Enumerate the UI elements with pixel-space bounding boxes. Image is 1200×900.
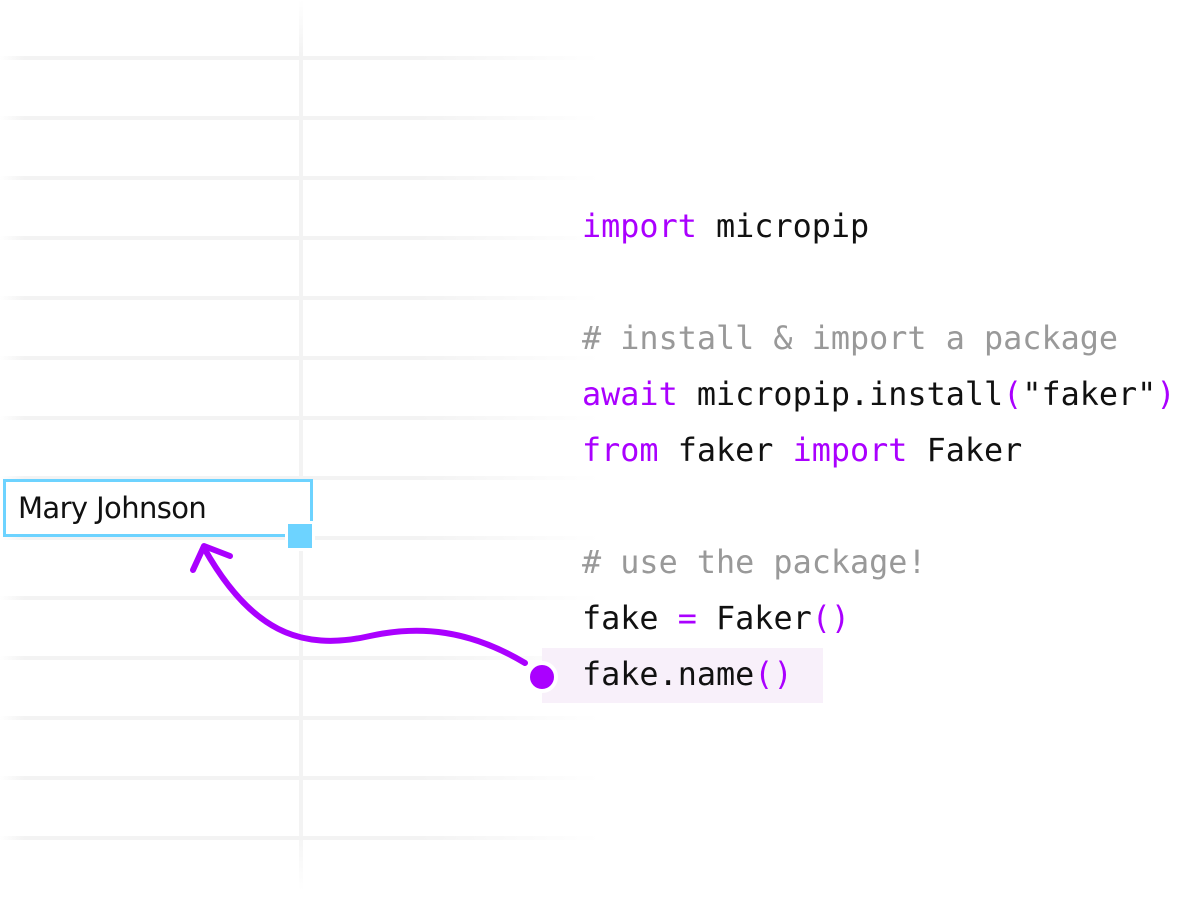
arrow-curve (201, 545, 528, 666)
column-divider (299, 0, 303, 900)
code-line: # use the package! (582, 535, 1175, 591)
fill-handle[interactable] (288, 524, 312, 548)
code-keyword: from (582, 432, 659, 469)
code-line: await micropip.install("faker") (582, 367, 1175, 423)
code-line: import micropip (582, 199, 1175, 255)
code-keyword: () (754, 656, 793, 693)
code-text: fake.name (582, 656, 755, 693)
code-text: Faker (907, 432, 1023, 469)
code-keyword: = (677, 600, 697, 637)
code-line-fake-name: fake.name() (582, 647, 1175, 703)
code-line: # install & import a package (582, 311, 1175, 367)
code-text: fake (582, 600, 678, 637)
code-comment: # install & import a package (582, 320, 1119, 357)
anchor-dot-icon (526, 661, 558, 693)
code-keyword: import (792, 432, 908, 469)
highlighted-code-line-bg (542, 648, 823, 703)
code-block: import micropip # install & import a pac… (582, 199, 1175, 703)
code-text: "faker" (1022, 376, 1157, 413)
code-line: fake = Faker() (582, 591, 1175, 647)
code-keyword: ) (1156, 376, 1176, 413)
code-text: micropip (696, 208, 870, 245)
code-text: micropip.install (677, 376, 1004, 413)
code-comment: # use the package! (582, 544, 927, 581)
code-text: Faker (696, 600, 812, 637)
code-line: from faker import Faker (582, 423, 1175, 479)
code-keyword: await (582, 376, 678, 413)
code-keyword: import (582, 208, 697, 245)
code-keyword: ( (1003, 376, 1023, 413)
selected-cell[interactable]: Mary Johnson (3, 479, 313, 537)
code-keyword: () (811, 600, 851, 637)
arrow-head-icon (190, 543, 233, 573)
code-text: faker (658, 432, 793, 469)
